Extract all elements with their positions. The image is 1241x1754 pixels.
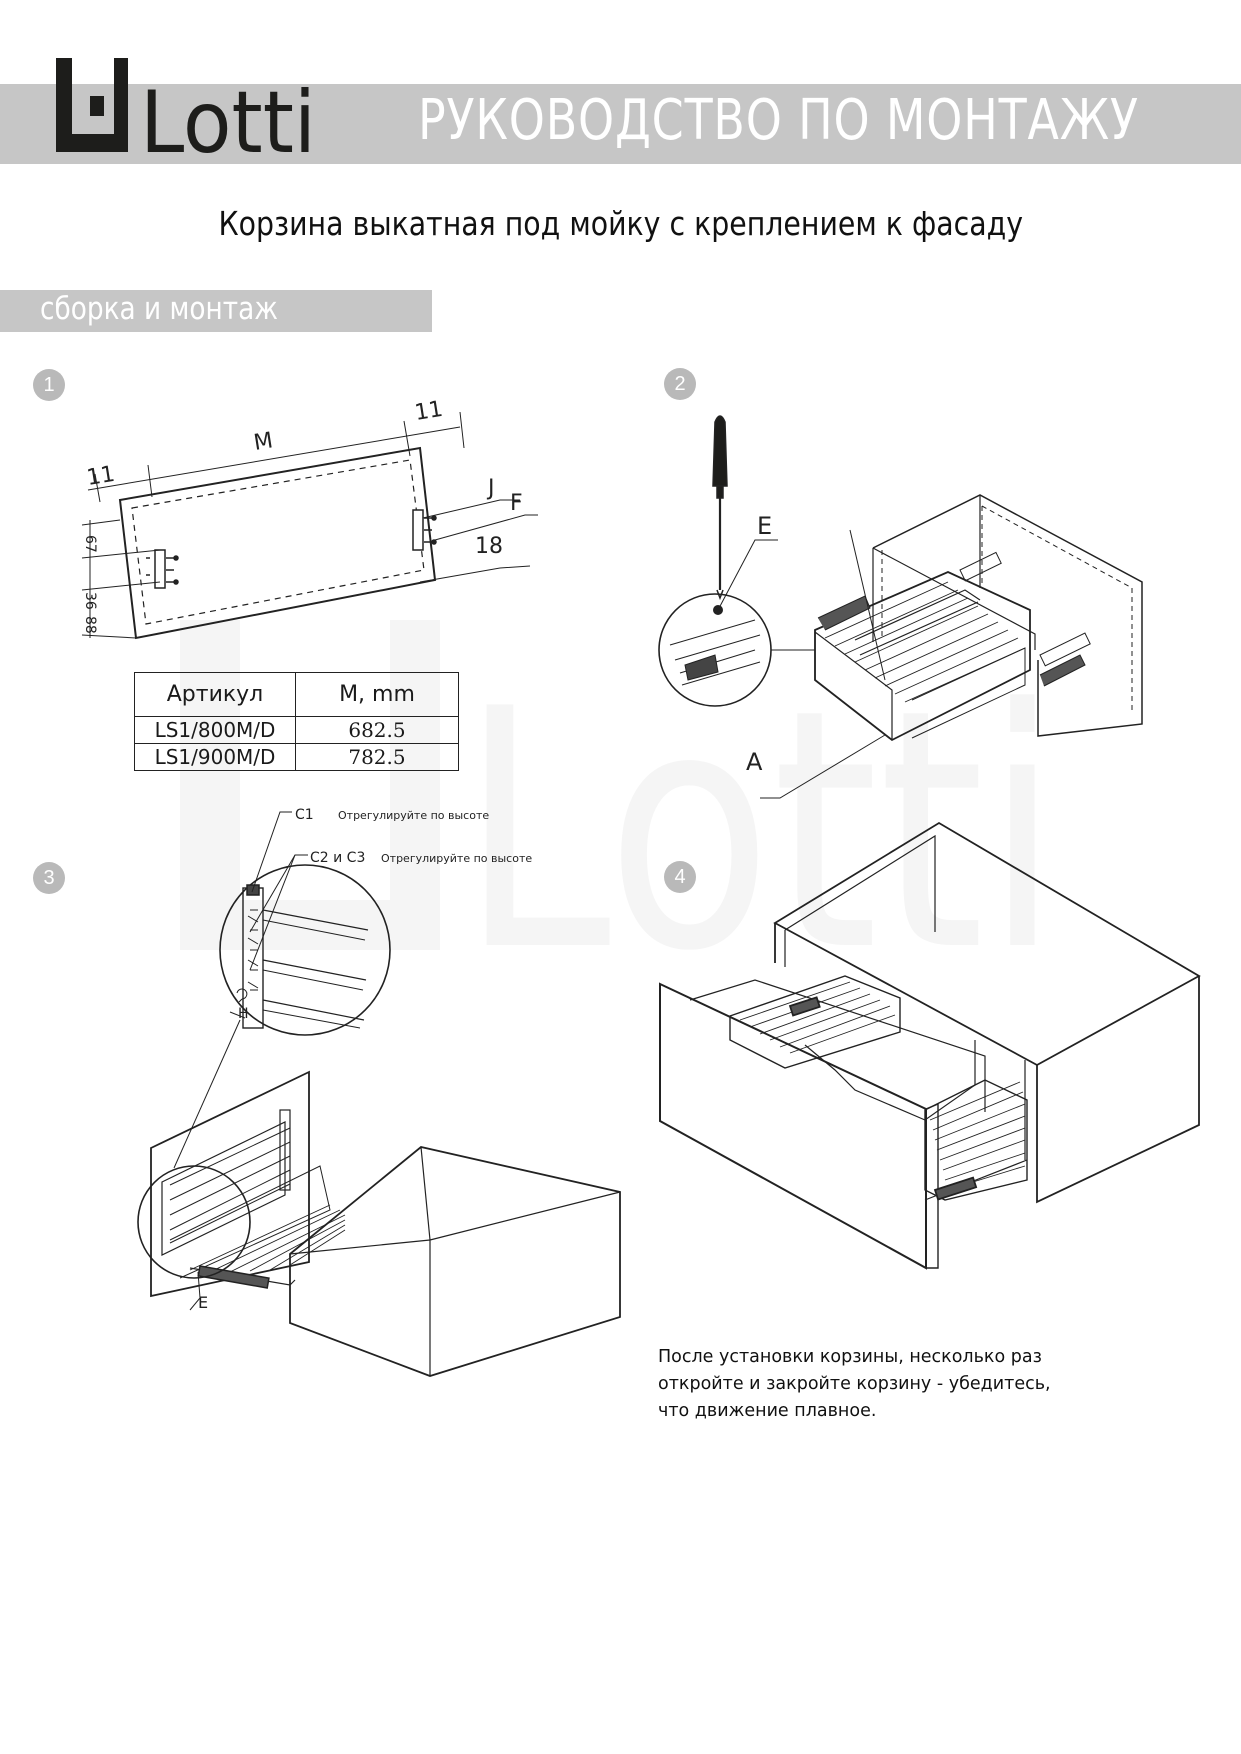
- section-band: [0, 290, 432, 332]
- step-4-note: После установки корзины, несколько раз о…: [658, 1344, 1078, 1425]
- screw-e: [713, 605, 723, 615]
- watermark-logo: Lotti: [180, 620, 1060, 960]
- table-cell-article: LS1/800M/D: [134, 716, 296, 744]
- dim-left-11: 11: [85, 462, 117, 491]
- label-c2-c3: C2 и C3: [310, 850, 365, 866]
- table-header-size: M, mm: [295, 672, 459, 717]
- section-label: сборка и монтаж: [40, 291, 278, 327]
- header-band: [0, 84, 1241, 164]
- dim-right-11: 11: [413, 397, 445, 426]
- table-cell-article: LS1/900M/D: [134, 743, 296, 771]
- label-h: H: [238, 1006, 249, 1022]
- note-line: откройте и закройте корзину - убедитесь,: [658, 1374, 1051, 1394]
- table-row: LS1/900M/D 782.5: [134, 743, 459, 771]
- dim-67: 67: [82, 535, 98, 553]
- step-2-diagram: E A: [658, 415, 1143, 799]
- table-cell-size: 682.5: [295, 716, 459, 744]
- article-size-table: Артикул M, mm LS1/800M/D 682.5 LS1/900M/…: [134, 672, 459, 771]
- note-c1: Отрегулируйте по высоте: [338, 809, 489, 822]
- label-f: F: [510, 491, 523, 516]
- brand-text: Lotti: [140, 73, 316, 158]
- step-2-badge: 2: [664, 368, 696, 400]
- dim-18: 18: [475, 534, 503, 559]
- table-cell-size: 782.5: [295, 743, 459, 771]
- watermark-text: Lotti: [460, 639, 1060, 960]
- dim-36: 36: [82, 592, 98, 610]
- step-1-badge: 1: [33, 369, 65, 401]
- label-e-step3: E: [198, 1293, 208, 1312]
- table-header-row: Артикул M, mm: [134, 672, 459, 717]
- step-3-badge: 3: [33, 862, 65, 894]
- table-header-article: Артикул: [134, 672, 296, 717]
- dim-88: 88: [82, 616, 98, 634]
- step-4-diagram: [659, 821, 1201, 1270]
- label-a: A: [746, 748, 763, 776]
- lotti-logo: Lotti: [56, 58, 316, 158]
- product-subtitle: Корзина выкатная под мойку с креплением …: [0, 204, 1241, 243]
- label-e: E: [757, 512, 772, 540]
- note-line: После установки корзины, несколько раз: [658, 1347, 1042, 1367]
- label-j: J: [486, 476, 495, 501]
- rotate-icon: [236, 988, 248, 1003]
- label-c1: C1: [295, 807, 314, 823]
- step-4-badge: 4: [664, 861, 696, 893]
- product-subtitle-text: Корзина выкатная под мойку с креплением …: [218, 204, 1023, 243]
- note-line: что движение плавное.: [658, 1401, 877, 1421]
- table-row: LS1/800M/D 682.5: [134, 716, 459, 744]
- step-1-diagram: 11 M 11 J F 18 67 36 88: [81, 397, 538, 640]
- note-c2-c3: Отрегулируйте по высоте: [381, 852, 532, 865]
- step-3-diagram: C1 Отрегулируйте по высоте C2 и C3 Отрег…: [137, 807, 621, 1377]
- document-title: РУКОВОДСТВО ПО МОНТАЖУ: [418, 88, 1139, 153]
- dim-m: M: [252, 428, 275, 456]
